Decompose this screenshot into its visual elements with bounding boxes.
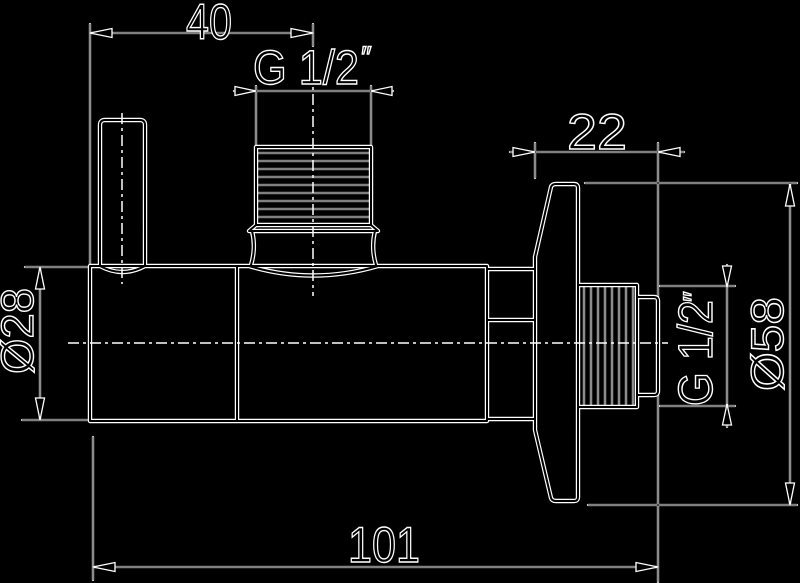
- arrow-head-icon: [657, 146, 681, 158]
- dimension-labels: 40 G 1/2 ″ 22 Ø28 101 G 1/2 ″ Ø58: [0, 0, 794, 574]
- dim-overall-length-label: 101: [348, 517, 420, 573]
- arrow-head-icon: [512, 146, 536, 158]
- arrow-head-icon: [89, 27, 113, 39]
- part-outline-core: [89, 119, 659, 502]
- arrow-head-icon: [92, 561, 116, 573]
- arrow-head-icon: [635, 561, 659, 573]
- dim-top-offset-label: 40: [186, 0, 232, 50]
- dim-wall-clearance-label: 22: [567, 104, 627, 160]
- dim-body-diameter-label: Ø28: [0, 288, 43, 374]
- arrow-head-icon: [234, 85, 257, 97]
- arrow-head-icon: [784, 482, 796, 506]
- dim-wall-thread-unit: ″: [678, 291, 711, 302]
- arrow-head-icon: [784, 183, 796, 207]
- arrow-head-icon: [34, 397, 46, 421]
- arrow-head-icon: [721, 265, 733, 288]
- dimension-arrows: [34, 27, 796, 573]
- dim-rosette-diameter-label: Ø58: [742, 297, 793, 391]
- arrow-head-icon: [34, 266, 46, 290]
- dim-wall-thread-label: G 1/2: [670, 300, 723, 406]
- arrow-head-icon: [370, 85, 393, 97]
- arrow-head-icon: [290, 27, 314, 39]
- arrow-head-icon: [721, 403, 733, 426]
- dim-top-thread-unit: ″: [361, 41, 372, 74]
- dim-top-thread-label: G 1/2: [253, 42, 359, 95]
- part-outline-glow: [90, 120, 658, 501]
- part-outline: [90, 120, 658, 501]
- centerlines: [68, 50, 668, 344]
